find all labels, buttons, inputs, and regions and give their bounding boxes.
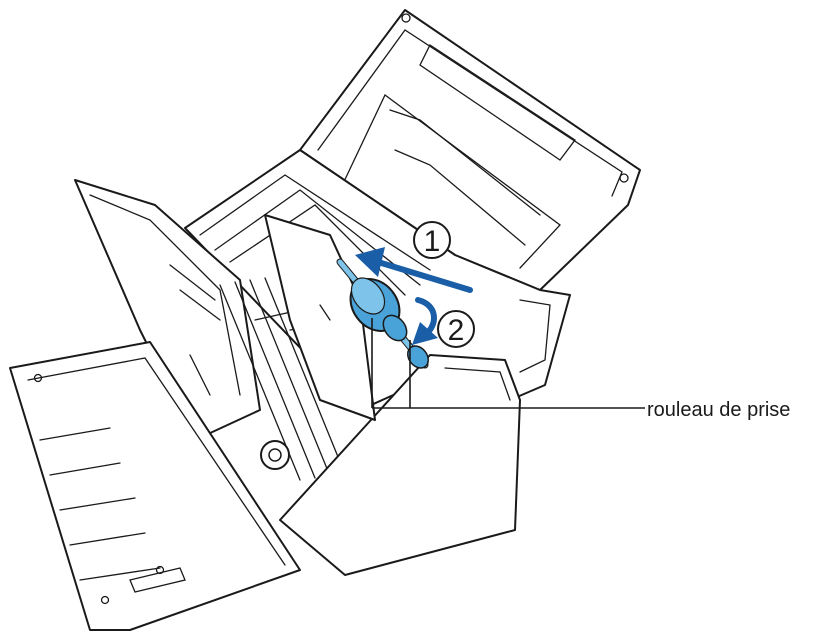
pick-roller-label: rouleau de prise xyxy=(647,399,790,421)
step-2-number: 2 xyxy=(448,314,465,347)
step-2-callout: 2 xyxy=(437,310,475,348)
step-1-callout: 1 xyxy=(413,221,451,259)
step-1-number: 1 xyxy=(424,225,441,258)
sheet-guide-panel xyxy=(264,214,376,421)
scanner-front-cover xyxy=(279,354,521,576)
slide-direction-arrow xyxy=(355,247,473,293)
drive-gear-icon xyxy=(260,440,290,470)
pick-roller-icon xyxy=(336,258,429,369)
rotate-direction-arrow xyxy=(412,297,438,345)
pick-roller-leader-line xyxy=(371,318,645,409)
scanner-chute-guide xyxy=(74,179,261,441)
paper-chute xyxy=(9,341,301,631)
